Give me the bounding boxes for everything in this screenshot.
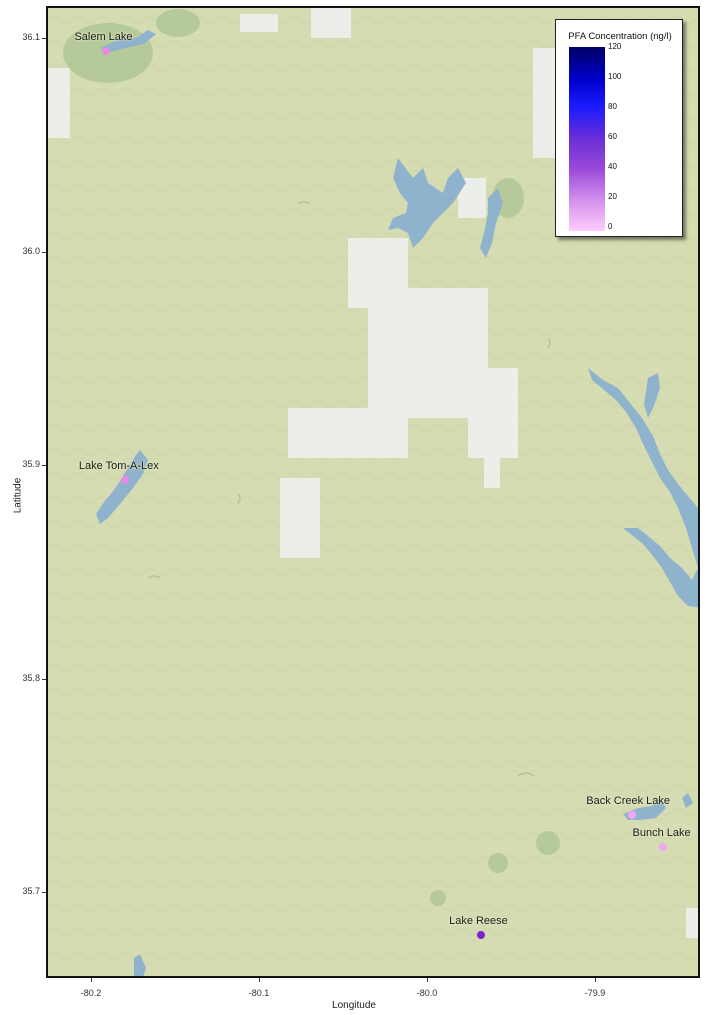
- x-tick-label: -80.0: [416, 988, 438, 998]
- legend-tick-label: 80: [608, 102, 617, 111]
- lake-label: Bunch Lake: [632, 827, 691, 840]
- x-tick-label: -80.1: [248, 988, 270, 998]
- y-tick-label: 36.1: [22, 32, 40, 42]
- legend-tick-label: 40: [608, 162, 617, 171]
- y-tick-mark: [42, 465, 46, 466]
- y-axis-title: Latitude: [12, 477, 24, 514]
- x-tick-label: -79.9: [584, 988, 606, 998]
- x-tick-mark: [427, 978, 428, 982]
- y-tick-label: 35.8: [22, 672, 40, 683]
- x-tick-label: -80.2: [80, 988, 102, 998]
- lake-label: Lake Reese: [449, 914, 508, 927]
- y-tick-mark: [42, 892, 46, 893]
- lake-label: Back Creek Lake: [586, 795, 671, 807]
- legend-tick-label: 0: [608, 222, 613, 231]
- lake-point[interactable]: [628, 811, 637, 819]
- y-tick-label: 35.9: [22, 459, 40, 469]
- y-tick-mark: [42, 678, 46, 680]
- legend-tick-label: 120: [608, 42, 622, 51]
- y-tick-mark: [42, 251, 46, 253]
- lake-point[interactable]: [658, 843, 667, 852]
- legend-color-bar: [569, 47, 605, 231]
- y-tick-mark: [42, 38, 46, 39]
- x-axis-title: Longitude: [332, 1000, 376, 1011]
- legend-title: PFA Concentration (ng/l): [568, 31, 672, 42]
- legend-tick-label: 60: [608, 132, 617, 141]
- lake-point[interactable]: [120, 475, 129, 484]
- y-tick-label: 35.7: [22, 886, 40, 896]
- lake-label: Salem Lake: [74, 30, 133, 43]
- lake-point[interactable]: [477, 930, 486, 939]
- y-tick-label: 36.0: [22, 245, 40, 256]
- x-tick-mark: [259, 978, 260, 982]
- legend-tick-label: 100: [608, 72, 622, 81]
- water-bodies: [96, 30, 698, 976]
- lake-point[interactable]: [102, 46, 111, 55]
- legend: PFA Concentration (ng/l) 120 100 80 60 40 20 0: [555, 19, 683, 237]
- x-tick-mark: [595, 978, 596, 982]
- legend-tick-label: 20: [608, 192, 617, 201]
- x-tick-mark: [91, 978, 92, 982]
- lake-label: Lake Tom-A-Lex: [78, 459, 159, 472]
